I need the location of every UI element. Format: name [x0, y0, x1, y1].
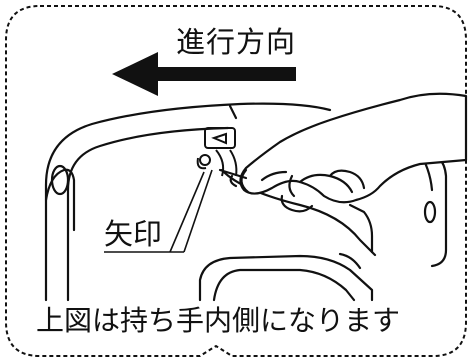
arrow-mark-label: 矢印	[104, 217, 163, 251]
hand-illustration	[218, 92, 468, 213]
direction-label: 進行方向	[176, 25, 297, 59]
caption-text: 上図は持ち手内側になります	[36, 304, 401, 337]
arrow-mark-icon	[196, 127, 238, 177]
dashed-frame	[5, 5, 467, 357]
leader-line	[104, 169, 213, 253]
left-arrow-icon	[112, 52, 296, 96]
